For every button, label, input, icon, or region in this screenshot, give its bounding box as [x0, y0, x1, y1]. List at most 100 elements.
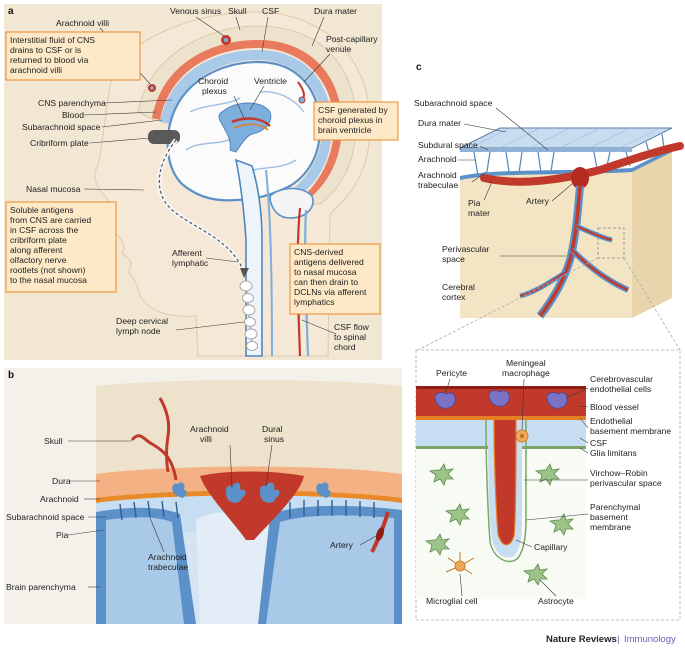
c-surface-artery [480, 142, 684, 186]
astrocyte [428, 463, 455, 486]
cerebellum [269, 187, 314, 219]
b-label-arachnoid: Arachnoid [40, 494, 79, 504]
c-label-pbm-2: basement [590, 512, 628, 522]
b-skull-vessel-left [130, 434, 178, 481]
astrocyte [424, 533, 451, 556]
svg-text:can then drain to: can then drain to [294, 277, 358, 287]
choroid-plexus [231, 117, 271, 127]
dura-band [152, 40, 342, 198]
b-label-dura: Dura [52, 476, 71, 486]
c-label-pia-2: mater [468, 208, 490, 218]
c-label-trabeculae-2: trabeculae [418, 180, 458, 190]
pericyte [546, 392, 568, 409]
label-ventricle: Ventricle [254, 76, 287, 86]
svg-text:choroid plexus in: choroid plexus in [318, 115, 383, 125]
svg-text:to the nasal mucosa: to the nasal mucosa [10, 275, 87, 285]
b-label-subarachnoid: Subarachnoid space [6, 512, 85, 522]
b-arachnoid-villi [172, 482, 331, 503]
footer-section: Immunology [624, 634, 676, 645]
c-label-cortex-2: cortex [442, 292, 466, 302]
c-microglial-cell [445, 552, 475, 575]
c-penetrating-artery [538, 185, 582, 318]
label-venous-sinus: Venous sinus [170, 6, 221, 16]
pericyte [488, 390, 510, 407]
b-label-brain-parenchyma: Brain parenchyma [6, 582, 76, 592]
label-deep-cervical-1: Deep cervical [116, 316, 168, 326]
label-nasal-mucosa: Nasal mucosa [26, 184, 81, 194]
astrocyte [444, 503, 471, 526]
c-pericytes [434, 390, 568, 409]
label-afferent-1: Afferent [172, 248, 203, 258]
ventricle [218, 102, 272, 153]
spinal-csf-channel [265, 169, 273, 357]
label-csf-flow-3: chord [334, 342, 356, 352]
panel-b-letter: b [8, 370, 14, 381]
c-cortex-block [460, 150, 672, 318]
svg-text:returned to blood via: returned to blood via [10, 55, 89, 65]
b-dural-sinus [200, 471, 304, 540]
lymph-node [244, 328, 258, 340]
note-box-soluble [5, 201, 117, 293]
label-csf-flow-1: CSF flow [334, 322, 370, 332]
b-label-dural-sinus-2: sinus [264, 434, 284, 444]
panel-b-leader-lines [67, 440, 377, 588]
c-zoom-box [597, 227, 625, 259]
svg-text:antigens delivered: antigens delivered [294, 257, 364, 267]
c-label-dura-mater: Dura mater [418, 118, 461, 128]
note-interstitial: Interstitial fluid of CNS drains to CSF … [10, 35, 95, 75]
svg-text:Soluble antigens: Soluble antigens [10, 205, 74, 215]
c-label-pericyte: Pericyte [436, 368, 467, 378]
c-label-arachnoid: Arachnoid [418, 154, 457, 164]
note-box-csf-generated [313, 101, 399, 141]
note-box-cns-derived [289, 243, 381, 315]
c-label-pia-1: Pia [468, 198, 481, 208]
c-label-perivascular-1: Perivascular [442, 244, 489, 254]
svg-text:Interstitial fluid of CNS: Interstitial fluid of CNS [10, 35, 95, 45]
astrocyte [548, 513, 575, 536]
b-label-dural-sinus-1: Dural [262, 424, 283, 434]
b-sulcus [196, 512, 238, 624]
svg-text:cribriform plate: cribriform plate [10, 235, 67, 245]
label-blood: Blood [62, 110, 84, 120]
lymph-node [239, 280, 253, 292]
venous-sinus-core [223, 37, 229, 43]
label-cns-parenchyma: CNS parenchyma [38, 98, 106, 108]
c-endothelial-bm [416, 416, 586, 420]
b-label-villi-2: villi [200, 434, 212, 444]
c-label-cortex-1: Cerebral [442, 282, 475, 292]
svg-text:lymphatics: lymphatics [294, 297, 335, 307]
b-trabeculae [119, 500, 375, 521]
b-skull [96, 380, 402, 474]
b-skull-vessel-mid [158, 397, 171, 473]
b-label-pia: Pia [56, 530, 69, 540]
olfactory-arrowhead [240, 268, 249, 278]
panel-c-letter: c [416, 62, 422, 73]
c-label-endothelial-2: endothelial cells [590, 384, 651, 394]
note-soluble: Soluble antigens from CNS are carried in… [10, 205, 91, 285]
c-label-pbm-3: membrane [590, 522, 631, 532]
c-artery-cross [571, 167, 589, 189]
label-post-capillary-1: Post-capillary [326, 34, 378, 44]
svg-text:along afferent: along afferent [10, 245, 63, 255]
panel-c-zoom-leaders [445, 378, 589, 597]
choroid-plexus-inner [233, 123, 269, 131]
c-label-microglial: Microglial cell [426, 596, 478, 606]
svg-text:drains to CSF or is: drains to CSF or is [10, 45, 81, 55]
note-box-interstitial [5, 31, 141, 81]
c-label-meningeal-2: macrophage [502, 368, 550, 378]
c-label-glia: Glia limitans [590, 448, 637, 458]
panel-c-upper-leaders [458, 107, 573, 257]
note-cns-derived: CNS-derived antigens delivered to nasal … [294, 247, 367, 307]
cribriform-plate [148, 130, 180, 144]
label-skull: Skull [228, 6, 247, 16]
b-label-skull: Skull [44, 436, 63, 446]
c-label-endo-bm-2: basement membrane [590, 426, 671, 436]
c-label-vr-2: perivascular space [590, 478, 662, 488]
label-choroid-2: plexus [202, 86, 227, 96]
svg-text:CNS-derived: CNS-derived [294, 247, 343, 257]
c-label-csf: CSF [590, 438, 607, 448]
label-afferent-2: lymphatic [172, 258, 209, 268]
c-label-blood-vessel: Blood vessel [590, 402, 639, 412]
svg-text:CSF generated by: CSF generated by [318, 105, 388, 115]
